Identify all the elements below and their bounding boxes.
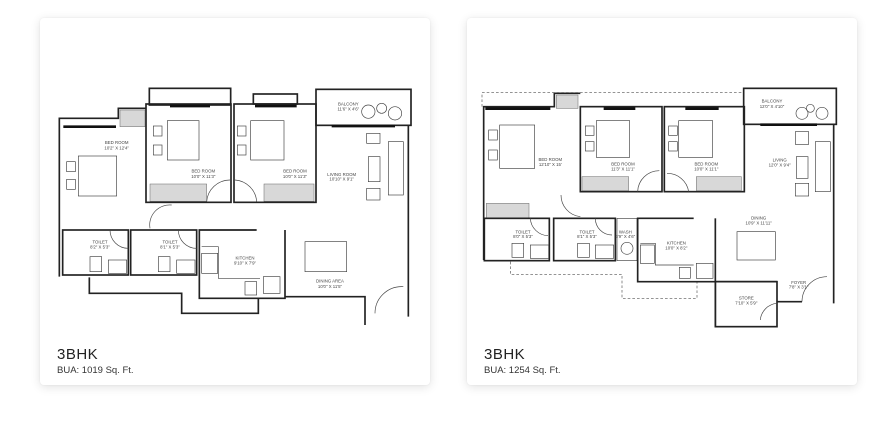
unit-type: 3BHK bbox=[57, 346, 99, 363]
room-label: BALCONY bbox=[338, 101, 359, 106]
room-label: 10'0" X 11'3" bbox=[283, 174, 308, 179]
unit-type: 3BHK bbox=[484, 346, 526, 363]
room-label: 8'1" X 5'3" bbox=[160, 245, 180, 250]
room-label: 10'10" X 9'1" bbox=[329, 177, 354, 182]
room-label: 10'0" X 11'5" bbox=[318, 284, 343, 289]
room-label: KITCHEN bbox=[667, 240, 686, 245]
room-label: 7'10" X 5'9" bbox=[735, 300, 758, 305]
room-label: 12'0" X 4'10" bbox=[760, 104, 785, 109]
room-label: DINING bbox=[751, 215, 767, 220]
room-label: 3'9" X 4'6" bbox=[616, 234, 636, 239]
room-label: 10'2" X 12'4" bbox=[104, 145, 129, 150]
room-label: 10'0" X 11'3" bbox=[191, 174, 216, 179]
room-label: BED ROOM bbox=[192, 169, 216, 174]
room-label: 8'1" X 5'3" bbox=[577, 234, 597, 239]
room-label: LIVING bbox=[773, 158, 788, 163]
room-label: TOILET bbox=[162, 239, 177, 244]
room-label: TOILET bbox=[515, 229, 530, 234]
room-label: TOILET bbox=[92, 239, 107, 244]
room-label: 10'0" X 8'2" bbox=[665, 245, 688, 250]
room-label: BED ROOM bbox=[695, 161, 719, 166]
room-label: TOILET bbox=[579, 229, 594, 234]
room-label: 9'10" X 7'9" bbox=[234, 261, 257, 266]
room-label: LIVING ROOM bbox=[327, 172, 356, 177]
built-up-area: BUA: 1019 Sq. Ft. bbox=[57, 365, 134, 376]
room-label: BED ROOM bbox=[611, 161, 635, 166]
room-label: FOYER bbox=[791, 280, 806, 285]
room-label: 12'0" X 9'4" bbox=[769, 163, 792, 168]
room-label: 11'3" X 11'1" bbox=[611, 166, 635, 171]
room-label: STORE bbox=[739, 295, 754, 300]
room-label: BED ROOM bbox=[105, 140, 129, 145]
room-label: 11'6" X 4'6" bbox=[337, 107, 359, 112]
room-label: BED ROOM bbox=[539, 157, 563, 162]
built-up-area: BUA: 1254 Sq. Ft. bbox=[484, 365, 561, 376]
room-label: DINING AREA bbox=[316, 279, 344, 284]
room-label: KITCHEN bbox=[236, 255, 255, 260]
room-label: WASH bbox=[619, 229, 632, 234]
room-label: BALCONY bbox=[762, 99, 783, 104]
room-label: 8'0" X 5'3" bbox=[513, 234, 533, 239]
room-label: 7'8" X 3'1" bbox=[789, 285, 809, 290]
room-label: 10'0" X 11'1" bbox=[694, 166, 719, 171]
room-label: 10'9" X 11'11" bbox=[746, 220, 773, 225]
room-label: BED ROOM bbox=[283, 169, 307, 174]
room-label: 12'10" X 15' bbox=[539, 162, 562, 167]
room-label: 8'2" X 5'3" bbox=[90, 245, 110, 250]
